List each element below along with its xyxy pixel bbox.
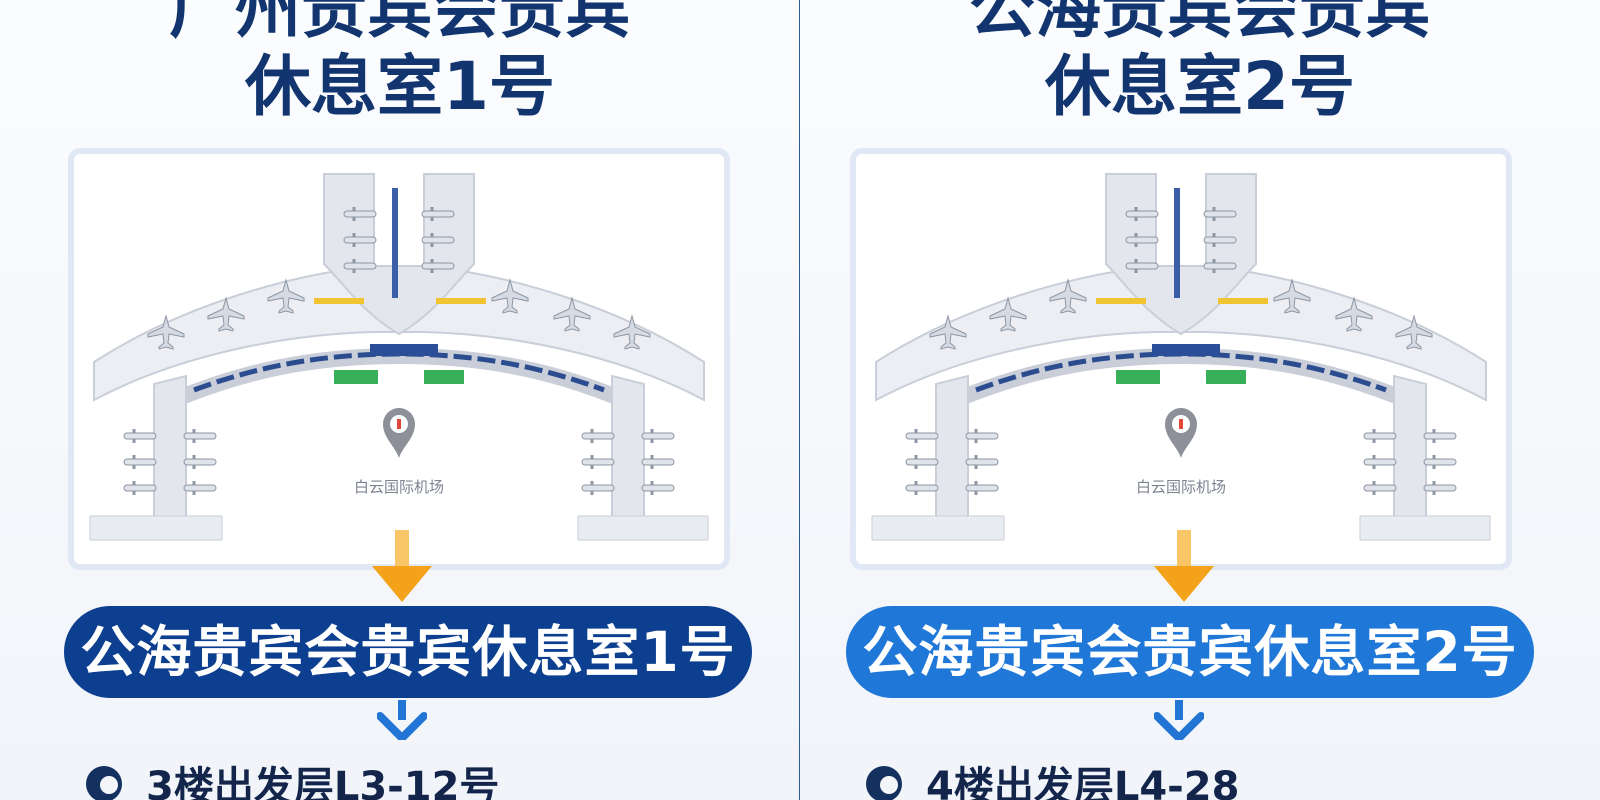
floor-info-text: 4楼出发层L4-28 <box>926 764 1240 800</box>
arrow-down-icon <box>1154 530 1214 602</box>
airport-label: 白云国际机场 <box>353 478 444 496</box>
lounge-banner: 公海贵宾会贵宾休息室2号 <box>846 606 1534 698</box>
location-dot-icon <box>866 766 902 800</box>
lounge-panel-2: 公海贵宾会贵宾 休息室2号 白云国际机场 公海贵宾会贵宾休息室2号 4楼出发层L… <box>800 0 1600 800</box>
panel-title-line1: 广州贵宾会贵宾 <box>169 0 631 47</box>
terminal-map-graphic <box>74 154 724 564</box>
airport-label: 白云国际机场 <box>1135 478 1226 496</box>
terminal-map: 白云国际机场 <box>68 148 730 570</box>
panel-title-line1: 公海贵宾会贵宾 <box>969 0 1431 47</box>
terminal-map: 白云国际机场 <box>850 148 1512 570</box>
arrow-down-icon <box>377 700 427 740</box>
map-pin-icon <box>1165 408 1197 458</box>
location-dot-icon <box>86 766 122 800</box>
lounge-banner: 公海贵宾会贵宾休息室1号 <box>64 606 752 698</box>
arrow-down-icon <box>372 530 432 602</box>
panel-title-line2: 休息室1号 <box>245 48 555 125</box>
floor-info-text: 3楼出发层L3-12号 <box>146 764 500 800</box>
arrow-down-icon <box>1154 700 1204 740</box>
terminal-map-graphic <box>856 154 1506 564</box>
panel-title-line2: 休息室2号 <box>1045 48 1355 125</box>
map-pin-icon <box>383 408 415 458</box>
lounge-panel-1: 广州贵宾会贵宾 休息室1号 白云国际机场 公海贵宾会贵宾休息室1号 3楼出发层L… <box>0 0 800 800</box>
